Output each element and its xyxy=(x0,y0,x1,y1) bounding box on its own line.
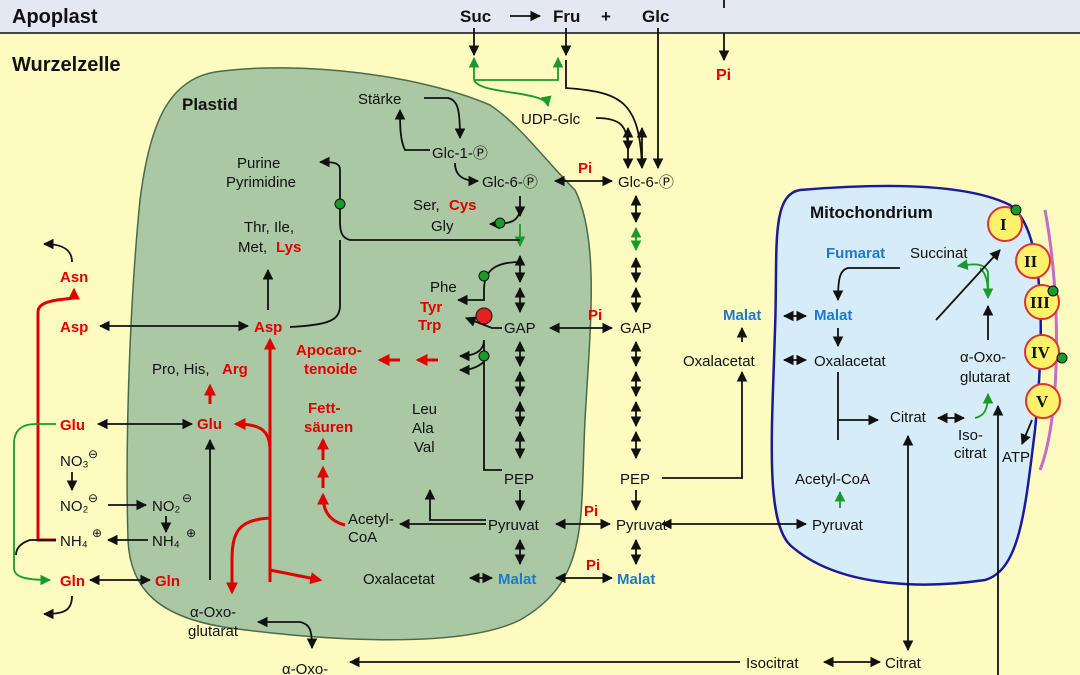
lys-label: Lys xyxy=(276,239,301,256)
cys-label: Cys xyxy=(449,197,477,214)
glc6p-plastid: Glc-6-Ⓟ xyxy=(482,174,538,191)
purine-label: Purine xyxy=(237,155,280,172)
pi-pyr: Pi xyxy=(584,503,598,520)
udpglc-label: UDP-Glc xyxy=(521,111,581,128)
svg-text:V: V xyxy=(1036,392,1049,411)
glc-label: Glc xyxy=(642,7,669,26)
nh4-cyto: NH₄ xyxy=(60,533,88,550)
pi-glc6p: Pi xyxy=(578,160,592,177)
complex-iv: IV xyxy=(1024,334,1060,370)
pyr-cyto: Pyruvat xyxy=(616,517,668,534)
pi-gap: Pi xyxy=(588,307,602,324)
acoa-line1: Acetyl- xyxy=(348,511,394,528)
atp-label: ATP xyxy=(1002,449,1030,466)
cell-label: Wurzelzelle xyxy=(12,54,121,76)
leu-label: Leu xyxy=(412,401,437,418)
svg-text:III: III xyxy=(1030,293,1050,312)
svg-text:I: I xyxy=(1000,215,1007,234)
malat-cyto: Malat xyxy=(617,571,655,588)
apoplast-label: Apoplast xyxy=(12,6,98,28)
ala-label: Ala xyxy=(412,420,434,437)
plastid-compartment xyxy=(126,67,592,641)
acoa-mito: Acetyl-CoA xyxy=(795,471,870,488)
glu-cyto: Glu xyxy=(60,417,85,434)
no2-plastid-charge: ⊖ xyxy=(182,491,192,505)
complex-i: I xyxy=(987,206,1023,242)
pep-plastid: PEP xyxy=(504,471,534,488)
mito-label: Mitochondrium xyxy=(810,203,933,222)
pi-malat: Pi xyxy=(586,557,600,574)
thr-label: Thr, Ile, xyxy=(244,219,294,236)
gln-cyto: Gln xyxy=(60,573,85,590)
fru-label: Fru xyxy=(553,7,580,26)
oxal-cyto: Oxalacetat xyxy=(683,353,756,370)
malat-mito-cyto: Malat xyxy=(723,307,761,324)
nh4-charge: ⊕ xyxy=(92,526,102,540)
tyr-label: Tyr xyxy=(420,299,442,316)
isocitrat-cyto: Isocitrat xyxy=(746,655,799,672)
trp-label: Trp xyxy=(418,317,441,334)
ser-label: Ser, xyxy=(413,197,440,214)
glc1p-label: Glc-1-Ⓟ xyxy=(432,145,488,162)
succinat-label: Succinat xyxy=(910,245,968,262)
citrat-mito: Citrat xyxy=(890,409,927,426)
oxo-mito-line2: glutarat xyxy=(960,369,1011,386)
pyr-mito: Pyruvat xyxy=(812,517,864,534)
fett-line1: Fett- xyxy=(308,400,341,417)
citrat-cyto: Citrat xyxy=(885,655,922,672)
pyr-plastid: Pyruvat xyxy=(488,517,540,534)
oxal-mito: Oxalacetat xyxy=(814,353,887,370)
oxo-plastid-line1: α-Oxo- xyxy=(190,604,236,621)
malat-plastid: Malat xyxy=(498,571,536,588)
malat-mito: Malat xyxy=(814,307,852,324)
complex-v: V xyxy=(1025,383,1061,419)
glc6p-cyto: Glc-6-Ⓟ xyxy=(618,174,674,191)
no2-plastid: NO₂ xyxy=(152,498,181,515)
fett-line2: säuren xyxy=(304,419,353,436)
oxal-plastid: Oxalacetat xyxy=(363,571,436,588)
nh4-plastid-charge: ⊕ xyxy=(186,526,196,540)
iso-line1: Iso- xyxy=(958,427,983,444)
pyrimidine-label: Pyrimidine xyxy=(226,174,296,191)
glu-plastid: Glu xyxy=(197,416,222,433)
phe-label: Phe xyxy=(430,279,457,296)
gln-plastid: Gln xyxy=(155,573,180,590)
pi-apoplast: Pi xyxy=(716,67,731,84)
oxo-cyto: α-Oxo- xyxy=(282,661,328,675)
asp-cyto: Asp xyxy=(60,319,88,336)
met-label: Met, xyxy=(238,239,267,256)
val-label: Val xyxy=(414,439,435,456)
no2-charge: ⊖ xyxy=(88,491,98,505)
prohis-label: Pro, His, xyxy=(152,361,210,378)
gap-cyto: GAP xyxy=(620,320,652,337)
asn-label: Asn xyxy=(60,269,88,286)
gap-plastid: GAP xyxy=(504,320,536,337)
svg-text:II: II xyxy=(1024,252,1038,271)
fumarat-label: Fumarat xyxy=(826,245,885,262)
complex-ii: II xyxy=(1015,243,1051,279)
asp-plastid: Asp xyxy=(254,319,282,336)
gly-label: Gly xyxy=(431,218,454,235)
plus-label: + xyxy=(601,7,611,26)
no3-label: NO₃ xyxy=(60,453,89,470)
apocaro-line1: Apocaro- xyxy=(296,342,362,359)
suc-label: Suc xyxy=(460,7,491,26)
staerke-label: Stärke xyxy=(358,91,401,108)
svg-text:IV: IV xyxy=(1031,343,1051,362)
acoa-line2: CoA xyxy=(348,529,377,546)
oxo-mito-line1: α-Oxo- xyxy=(960,349,1006,366)
pep-cyto: PEP xyxy=(620,471,650,488)
apocaro-line2: tenoide xyxy=(304,361,357,378)
arg-label: Arg xyxy=(222,361,248,378)
no2-cyto: NO₂ xyxy=(60,498,89,515)
no3-charge: ⊖ xyxy=(88,447,98,461)
iso-line2: citrat xyxy=(954,445,987,462)
plastid-label: Plastid xyxy=(182,95,238,114)
nh4-plastid: NH₄ xyxy=(152,533,180,550)
oxo-plastid-line2: glutarat xyxy=(188,623,239,640)
